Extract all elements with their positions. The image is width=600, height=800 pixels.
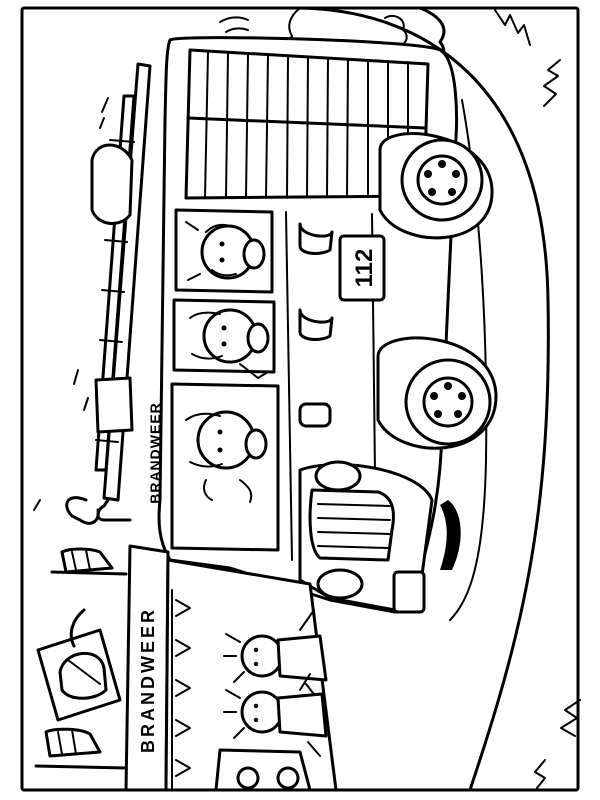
motion-lines	[33, 16, 249, 511]
truck-brandweer-text: BRANDWEER	[147, 402, 163, 504]
road-outline	[298, 6, 550, 792]
wheel-rear	[378, 132, 494, 240]
siren-stand	[96, 498, 132, 522]
shadow	[440, 500, 461, 570]
firefighter-window-3	[185, 410, 268, 503]
front-bumper	[392, 570, 426, 614]
firefighter-window-1	[185, 221, 266, 281]
siren-hook	[65, 496, 100, 525]
ladder	[94, 62, 152, 502]
rear-compartment-shutter	[184, 48, 430, 200]
hose-reel	[90, 143, 134, 225]
station-sign-text: BRANDWEER	[138, 607, 158, 753]
fire-emblem-sign	[36, 608, 122, 722]
fire-truck: 112 BRANDWEER	[65, 36, 498, 614]
flag-pole-1	[50, 547, 128, 576]
headlight	[314, 460, 362, 492]
child-waving-2	[223, 673, 328, 757]
child-waving-1	[223, 609, 328, 703]
bunting	[171, 589, 191, 791]
headlight	[316, 568, 364, 600]
grass-tufts	[494, 9, 581, 789]
emergency-number-text: 112	[351, 249, 378, 288]
flag-pole-2	[34, 727, 128, 770]
firefighter-window-2	[189, 308, 270, 379]
emergency-number-plate: 112	[338, 234, 386, 302]
side-compartments	[285, 211, 377, 561]
front-cab	[298, 460, 434, 614]
roof-box	[94, 376, 134, 434]
wheel-front	[376, 336, 498, 450]
